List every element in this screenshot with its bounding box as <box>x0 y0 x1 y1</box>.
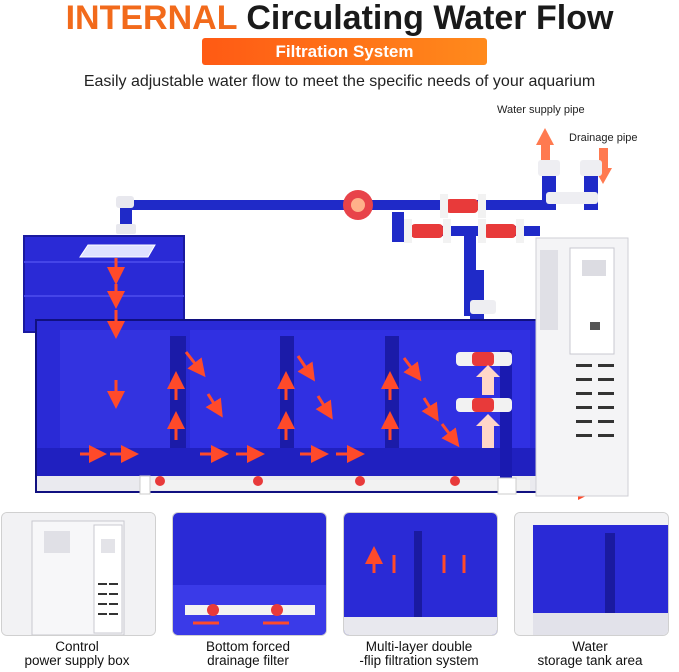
filtration-banner: Filtration System <box>202 38 487 65</box>
page-title: INTERNAL Circulating Water Flow <box>0 0 679 36</box>
water-supply-pipe-label: Water supply pipe <box>497 104 585 116</box>
storage-tank-thumbnail <box>514 512 669 636</box>
overflow-box <box>23 235 185 333</box>
flow-arrows <box>80 258 460 463</box>
caption-storage-tank: Water storage tank area <box>537 639 643 668</box>
title-rest: Circulating Water Flow <box>246 0 614 37</box>
caption-filtration-system: Multi-layer double -flip filtration syst… <box>359 639 479 668</box>
pipe-network <box>116 160 602 320</box>
title-accent: INTERNAL <box>65 0 237 37</box>
bottom-pipe <box>139 475 602 500</box>
caption-control-box: Control power supply box <box>24 639 130 668</box>
filtration-system-thumbnail <box>343 512 498 636</box>
subtitle: Easily adjustable water flow to meet the… <box>83 73 596 90</box>
control-cabinet <box>535 237 629 497</box>
supply-arrow-icon <box>536 128 554 175</box>
control-box-thumbnail <box>1 512 156 636</box>
caption-drainage-filter: Bottom forced drainage filter <box>205 639 291 668</box>
drainage-filter-thumbnail <box>172 512 327 636</box>
aquarium-diagram <box>23 128 629 500</box>
internal-pipe <box>456 350 512 480</box>
drainage-pipe-label: Drainage pipe <box>569 132 638 144</box>
